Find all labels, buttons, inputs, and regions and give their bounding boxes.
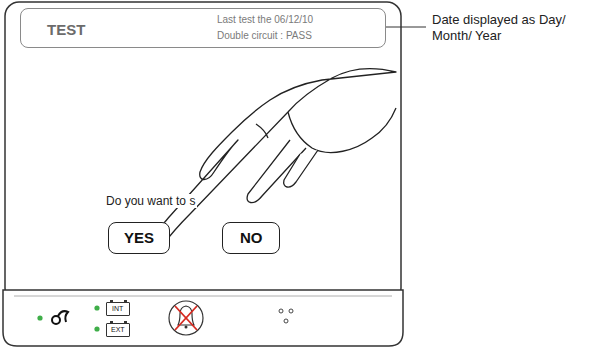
control-bar [3, 290, 403, 346]
speaker-holes [279, 309, 293, 323]
last-test-date: Last test the 06/12/10 [217, 14, 313, 26]
screen-title: TEST [47, 21, 85, 38]
test-result: Double circuit : PASS [217, 30, 312, 42]
bell-icon [175, 306, 197, 330]
button-label: YES [124, 229, 154, 246]
battery-icon: INT [106, 302, 130, 316]
led [94, 326, 99, 331]
yes-button: YES [108, 222, 170, 254]
button-label: NO [240, 229, 263, 246]
pump-icon [52, 311, 68, 324]
led [37, 315, 42, 320]
battery-icon: EXT [106, 323, 130, 337]
battery-label: INT [112, 305, 123, 313]
no-button: NO [222, 222, 280, 254]
screen-prompt: Do you want to s [104, 194, 197, 208]
bar-edge [14, 296, 392, 297]
battery-label: EXT [111, 326, 125, 334]
alarm-button [169, 301, 203, 335]
screen-housing [5, 2, 401, 302]
status-header-box: TEST Last test the 06/12/10Double circuit… [20, 8, 386, 48]
led [94, 305, 99, 310]
callout-note: Date displayed as Day/ Month/ Year [430, 12, 604, 43]
